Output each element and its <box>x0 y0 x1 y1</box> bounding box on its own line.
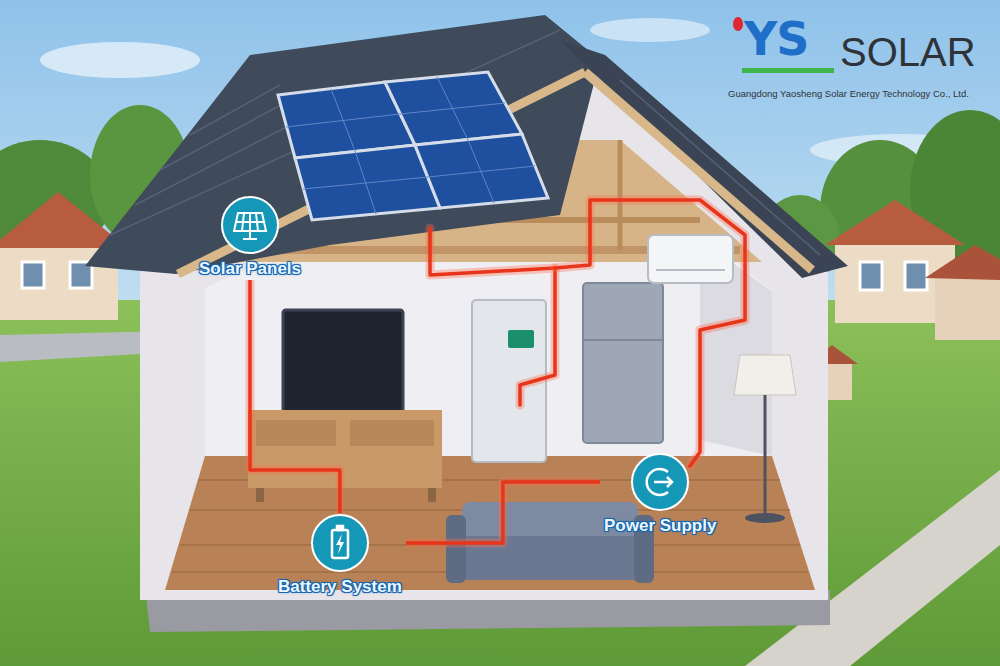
node-icon-part <box>222 197 278 253</box>
node-icon-part-part <box>249 231 251 239</box>
furniture-part <box>248 410 442 488</box>
company-name: Guangdong Yaosheng Solar Energy Technolo… <box>728 88 969 100</box>
power-wires-part <box>555 200 745 466</box>
furniture-part <box>764 395 767 515</box>
node-label: Battery System <box>278 576 402 598</box>
power-wire <box>406 482 600 543</box>
house-shell-part <box>618 140 623 250</box>
node-icon-part-part <box>256 213 258 231</box>
node-icon-part-part <box>337 526 343 530</box>
roof-part <box>178 72 585 274</box>
sky-part <box>40 42 200 78</box>
solar-panel-array-part <box>286 77 535 214</box>
node-icon-part <box>234 213 266 239</box>
node-icon-part <box>632 454 688 510</box>
roof-part <box>85 15 600 274</box>
power-wires-part <box>555 200 745 466</box>
furniture-part <box>745 513 785 523</box>
power-wires-part <box>430 228 555 405</box>
node-label: Power Supply <box>604 515 716 537</box>
wire-glow <box>406 482 600 543</box>
power-supply-node: Power Supply <box>600 452 720 537</box>
solar-panel-array-part-part <box>286 114 400 127</box>
furniture-part <box>350 420 434 446</box>
sky-part <box>590 18 710 42</box>
node-icon-part <box>332 526 348 558</box>
furniture-part <box>428 488 436 502</box>
node-icon-part <box>336 534 344 554</box>
node-icon-part-part <box>654 481 672 484</box>
solar-panels-node: Solar Panels <box>195 195 305 280</box>
power-wire <box>250 280 340 513</box>
furniture-part <box>583 339 663 341</box>
neighbor-houses-part <box>825 200 965 245</box>
solar-panel-array-part-part <box>400 103 505 114</box>
power-wires <box>430 200 745 466</box>
furniture-part <box>508 330 534 348</box>
battery-system-node: Battery System <box>274 513 406 598</box>
neighbor-houses-part <box>925 245 1000 280</box>
node-icon-part-part <box>242 213 244 231</box>
logo-mark-part <box>742 68 834 73</box>
furniture-part <box>583 283 663 443</box>
roof-part-part <box>135 120 300 205</box>
node-label: Solar Panels <box>199 258 301 280</box>
furniture-part <box>656 269 725 271</box>
roof-part-part <box>160 100 290 170</box>
node-icon <box>220 195 280 255</box>
node-icon <box>630 452 690 512</box>
solar-panel-array-part <box>385 72 522 145</box>
roof-part-part <box>110 30 560 235</box>
logo-letters: YS <box>744 14 808 64</box>
neighbor-houses-part <box>905 262 927 290</box>
wire-glow <box>250 280 340 513</box>
roof-part <box>110 30 820 255</box>
logo-word: SOLAR <box>840 30 976 74</box>
neighbor-houses-part <box>935 272 1000 340</box>
neighbor-houses-part <box>22 262 44 288</box>
node-icon-part-part <box>236 221 264 223</box>
logo-mark-part <box>733 17 743 31</box>
node-icon-part <box>312 515 368 571</box>
roof-part-part <box>190 85 280 135</box>
furniture-part <box>256 488 264 502</box>
furniture-part <box>256 420 336 446</box>
node-icon-part-part <box>667 477 672 487</box>
node-icon <box>310 513 370 573</box>
roof-part-part <box>620 80 820 255</box>
solar-panel-array-part <box>415 134 548 208</box>
node-icon-part-part <box>332 530 348 558</box>
power-wires-part <box>430 228 555 405</box>
furniture-part <box>734 355 796 395</box>
node-icon-part-part <box>234 213 266 231</box>
solar-panel-array <box>278 72 548 220</box>
furniture-part <box>446 515 466 583</box>
neighbor-houses-part <box>860 262 882 290</box>
furniture-part <box>648 235 733 283</box>
node-icon-part <box>647 469 672 495</box>
node-icon-part-part <box>243 238 257 240</box>
solar-panel-array-part-part <box>428 166 535 177</box>
furniture-part <box>283 310 403 412</box>
solar-panel-array-part-part <box>303 177 428 189</box>
